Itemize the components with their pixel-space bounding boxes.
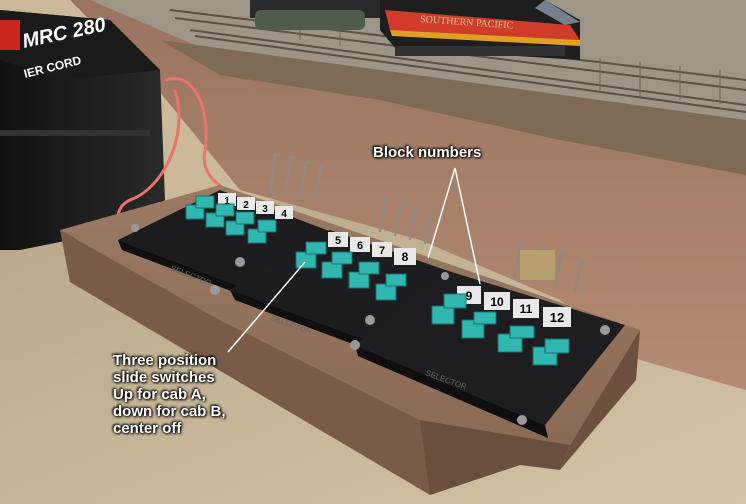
svg-text:11: 11 <box>520 302 533 316</box>
switch-note-callout: Three position slide switches Up for cab… <box>113 352 226 437</box>
block-numbers-callout: Block numbers <box>373 144 482 161</box>
slide-switch-9[interactable] <box>431 293 467 325</box>
slide-switch-2[interactable] <box>205 203 235 228</box>
southern-pacific-locomotive: SOUTHERN PACIFIC <box>250 0 580 60</box>
block-label-8: 8 <box>394 248 416 265</box>
terminal-wires <box>269 154 586 293</box>
slide-switch-12[interactable] <box>532 338 570 366</box>
svg-text:12: 12 <box>550 310 564 325</box>
slide-switch-5[interactable] <box>295 241 327 269</box>
block-label-10: 10 <box>484 292 510 310</box>
svg-text:5: 5 <box>335 235 341 247</box>
block-label-5: 5 <box>328 232 348 247</box>
slide-switches <box>185 195 570 366</box>
block-label-4: 4 <box>275 206 293 220</box>
svg-text:9: 9 <box>466 289 473 303</box>
slide-switch-1[interactable] <box>185 195 215 220</box>
svg-text:2: 2 <box>243 200 249 211</box>
block-label-6: 6 <box>350 237 370 252</box>
slide-switch-6[interactable] <box>321 251 353 279</box>
callout-lines <box>227 167 481 353</box>
svg-text:8: 8 <box>402 250 409 264</box>
slide-switch-7[interactable] <box>348 261 380 289</box>
block-label-1: 1 <box>218 193 236 207</box>
block-label-2: 2 <box>237 197 255 211</box>
block-label-3: 3 <box>256 201 274 215</box>
slide-switch-8[interactable] <box>375 273 407 301</box>
block-label-7: 7 <box>372 242 392 257</box>
svg-text:10: 10 <box>490 295 504 309</box>
slide-switch-3[interactable] <box>225 211 255 236</box>
block-label-12: 12 <box>543 307 571 327</box>
slide-switch-10[interactable] <box>461 311 497 339</box>
slide-switch-11[interactable] <box>497 325 535 353</box>
svg-text:6: 6 <box>357 240 363 252</box>
terminal-screws <box>131 224 610 425</box>
svg-text:1: 1 <box>224 196 230 207</box>
block-label-11: 11 <box>513 299 539 318</box>
svg-text:3: 3 <box>262 204 268 215</box>
brass-bracket <box>520 250 555 280</box>
svg-text:4: 4 <box>281 209 287 220</box>
svg-text:7: 7 <box>379 245 385 257</box>
red-wire <box>164 77 227 192</box>
power-pack: MRC 280 IER CORD <box>0 10 165 250</box>
slide-switch-4[interactable] <box>247 219 277 244</box>
power-pack-logo <box>0 20 20 50</box>
